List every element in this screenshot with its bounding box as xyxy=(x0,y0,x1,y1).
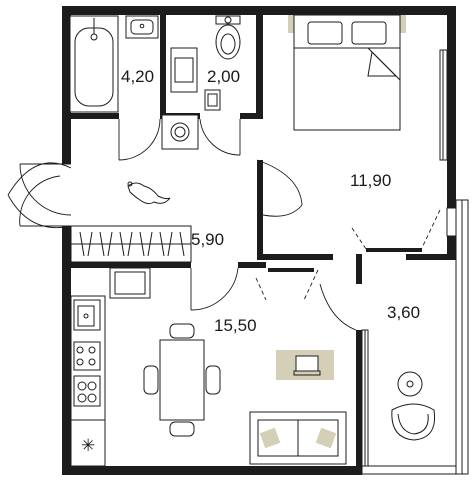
wall-bedroom-bottom-left xyxy=(263,254,333,260)
wall-hall-kitchen xyxy=(71,262,191,268)
cat-icon xyxy=(127,182,171,205)
wall-top xyxy=(62,6,456,15)
wall-balcony-left xyxy=(356,254,362,284)
area-kitchen-living: 15,50 xyxy=(214,316,257,335)
toilet-door-swing xyxy=(199,118,241,156)
area-toilet: 2,00 xyxy=(207,67,240,86)
kitchen: ✳ xyxy=(70,267,151,467)
chair-right xyxy=(205,365,221,395)
wall-bedroom-bottom-right xyxy=(406,254,456,260)
wall-right-upper xyxy=(447,6,456,208)
sofa-cushion-left xyxy=(259,427,281,449)
bedroom-window-dash xyxy=(351,209,441,253)
wall-balcony-left-lower xyxy=(356,330,362,475)
snowflake-icon: ✳ xyxy=(81,436,95,455)
wall-bedroom-left xyxy=(257,160,263,260)
area-bedroom: 11,90 xyxy=(350,171,391,190)
fridge xyxy=(70,419,106,467)
balcony xyxy=(391,371,436,441)
walls xyxy=(62,6,456,475)
area-bathroom: 4,20 xyxy=(121,67,154,86)
living xyxy=(249,350,347,465)
dining-table xyxy=(159,339,205,421)
area-labels: 4,20 2,00 11,90 5,90 15,50 3,60 xyxy=(121,67,420,335)
oven xyxy=(73,375,101,407)
entrance-door-swing xyxy=(19,163,72,227)
washing-machine xyxy=(161,114,199,150)
wall-toilet-bottom xyxy=(240,113,263,119)
wall-toilet-bedroom xyxy=(256,15,263,113)
chair-left xyxy=(143,365,159,395)
wall-bath-bottom-left xyxy=(71,113,119,119)
chair-bottom xyxy=(169,421,195,437)
balcony-chair xyxy=(391,403,436,441)
wall-hall-kitchen-right xyxy=(238,262,266,268)
bathroom xyxy=(69,15,199,150)
cooktop xyxy=(73,341,101,371)
balcony-door-swing xyxy=(319,283,357,331)
balcony-side-table xyxy=(397,371,423,397)
bedroom-door-swing xyxy=(256,159,303,217)
bedroom xyxy=(288,14,406,131)
wall-left-upper xyxy=(62,6,71,164)
doors xyxy=(7,118,441,331)
windows xyxy=(361,49,469,475)
laptop-icon xyxy=(295,355,319,372)
toilet xyxy=(204,15,241,111)
wardrobe-hangers xyxy=(71,231,191,257)
sofa-cushion-right xyxy=(315,427,337,449)
pillow-left xyxy=(307,21,343,45)
wall-left-lower xyxy=(62,226,71,474)
bathroom-door-swing xyxy=(118,118,161,161)
wall-bottom xyxy=(62,466,362,475)
area-balcony: 3,60 xyxy=(387,303,420,322)
hall xyxy=(70,181,192,263)
kitchen-door-swing xyxy=(190,267,239,311)
wall-bath-toilet xyxy=(160,15,166,113)
window-balcony-door xyxy=(446,207,457,237)
pillow-right xyxy=(351,21,387,45)
area-hall: 5,90 xyxy=(191,230,224,249)
dining-set xyxy=(143,323,221,437)
toilet-bowl xyxy=(215,24,241,60)
chair-top xyxy=(169,323,195,339)
wall-right-lower xyxy=(447,236,456,260)
toilet-bowl-tank xyxy=(215,15,241,25)
